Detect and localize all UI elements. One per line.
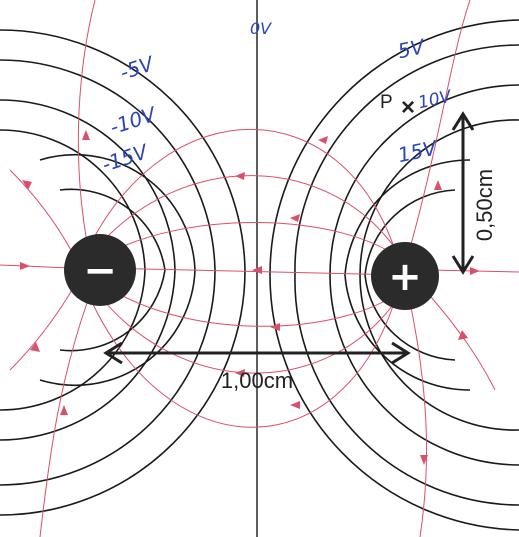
- arrow-upper-4: [434, 180, 442, 190]
- field-line-lower-1: [99, 281, 406, 327]
- point-p-marker: ×: [401, 94, 415, 121]
- equipotential-pos-inner: [344, 159, 471, 391]
- label-pos-10: 10V: [416, 86, 454, 113]
- offset-dimension: [451, 111, 475, 275]
- field-line-left-3: [9, 289, 73, 371]
- arrow-axis: [252, 266, 262, 274]
- field-line-lower-4: [409, 301, 428, 537]
- label-pos-15: 15V: [396, 135, 441, 167]
- field-line-left-1: [0, 264, 71, 269]
- field-line-lower-3: [89, 297, 396, 428]
- equipotential-pos-15: [359, 119, 519, 431]
- arrow-upper-3: [318, 136, 328, 144]
- label-neg-5: -5V: [117, 51, 158, 85]
- field-line-lower-2: [94, 289, 401, 374]
- arrow-lower-2: [235, 369, 245, 377]
- equipotential-neg-outer: [0, 29, 246, 516]
- equipotential-pos-5: [294, 44, 519, 506]
- field-line-axis: [99, 267, 406, 276]
- arrow-lower-1: [270, 323, 280, 331]
- arrow-lower-5: [60, 405, 68, 415]
- arrow-upper-2: [235, 172, 245, 180]
- equipotential-neg-15: [0, 129, 146, 411]
- positive-charge-symbol: +: [388, 254, 422, 300]
- negative-charge-symbol: −: [83, 248, 117, 294]
- separation-label: 1,00cm: [221, 368, 293, 393]
- arrow-left-3: [30, 342, 40, 352]
- field-line-left-2: [9, 169, 73, 253]
- equipotential-pos-10: [329, 84, 519, 466]
- field-line-upper-4: [409, 0, 471, 249]
- offset-label: 0,50cm: [472, 169, 497, 241]
- label-zero-volt: 0V: [250, 19, 272, 38]
- arrow-right-2: [458, 330, 468, 340]
- label-neg-10: -10V: [107, 102, 160, 140]
- arrow-left-2: [22, 180, 32, 190]
- arrow-upper-5: [82, 130, 90, 140]
- label-neg-15: -15V: [99, 139, 152, 177]
- field-line-lower-5: [39, 299, 89, 537]
- field-line-right-2: [424, 289, 496, 391]
- equipotential-neg-core: [59, 188, 166, 352]
- field-arrows: [20, 130, 480, 465]
- negative-charge: [64, 234, 136, 306]
- equipotential-pos-core: [364, 189, 456, 361]
- arrow-lower-3: [290, 401, 300, 409]
- field-line-upper-5: [77, 0, 96, 249]
- arrow-right-1: [470, 267, 480, 275]
- arrow-left-1: [20, 262, 30, 270]
- label-pos-5: 5V: [396, 34, 428, 63]
- field-line-upper-3: [89, 129, 396, 251]
- positive-charge: [371, 242, 439, 310]
- separation-dimension: [103, 341, 411, 365]
- field-line-upper-2: [94, 175, 401, 256]
- equipotential-neg-5: [0, 59, 216, 486]
- field-line-upper-1: [99, 222, 406, 263]
- arrow-lower-4: [420, 455, 428, 465]
- positive-equipotentials: [269, 19, 519, 531]
- arrow-upper-1: [290, 214, 300, 222]
- equipotential-pos-outer: [269, 19, 519, 531]
- point-p-label: P: [380, 92, 393, 113]
